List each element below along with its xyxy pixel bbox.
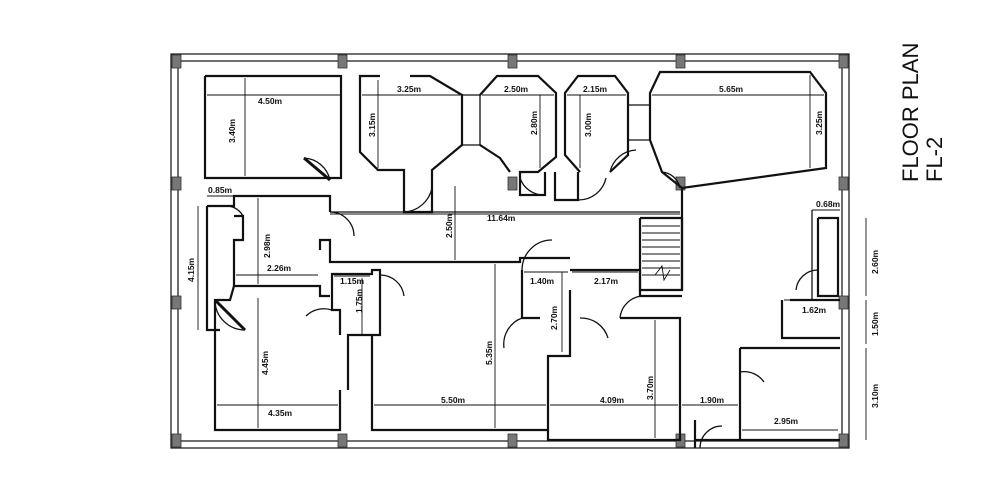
dim-closet-depth: 1.75m <box>354 288 364 313</box>
dim-room-n4-depth: 3.00m <box>583 112 593 137</box>
title-block: FLOOR PLAN FL-2 <box>878 40 948 240</box>
dim-room-s3-depth: 3.70m <box>645 375 655 400</box>
plan-subtitle: FL-2 <box>922 136 947 182</box>
dim-room-n3-width: 2.50m <box>504 84 529 94</box>
dim-room-sw-width: 4.35m <box>268 408 293 418</box>
staircase <box>642 225 680 282</box>
dim-e-room2-depth: 1.50m <box>870 311 880 336</box>
dim-corridor-width: 2.50m <box>444 213 454 238</box>
dim-room-sw-depth: 4.45m <box>260 350 270 375</box>
dim-e-room1-depth: 2.60m <box>870 249 880 274</box>
dim-e-room3-width: 2.95m <box>774 416 799 426</box>
structural-columns <box>171 54 849 448</box>
dim-room-w-inner-width: 2.26m <box>267 263 292 273</box>
dim-e-small-width: 0.68m <box>816 199 841 209</box>
dim-room-n2-width: 3.25m <box>397 84 422 94</box>
north-rooms <box>203 70 828 290</box>
dim-w-small: 0.85m <box>208 185 233 195</box>
dim-room-ne-depth: 3.25m <box>814 110 824 135</box>
dim-room-s2-depth: 5.35m <box>484 340 494 365</box>
dim-room-nw-width: 4.50m <box>258 96 283 106</box>
outer-walls <box>170 53 850 449</box>
dim-room-nw-depth: 3.40m <box>227 118 237 143</box>
dim-room-s3-width: 4.09m <box>600 395 625 405</box>
dim-room-n2-depth: 3.15m <box>367 112 377 137</box>
dim-room-n3-depth: 2.80m <box>529 110 539 135</box>
dim-e-room3-depth: 3.10m <box>870 383 880 408</box>
dim-room-w-inner-depth: 2.98m <box>262 233 272 258</box>
dim-entry-width: 1.90m <box>700 395 725 405</box>
door-swings <box>213 149 819 449</box>
dim-bath-width: 1.40m <box>530 276 555 286</box>
plan-title: FLOOR PLAN <box>898 42 923 182</box>
dimension-lines <box>197 75 867 440</box>
dim-room-n4-width: 2.15m <box>583 84 608 94</box>
dim-stair-landing: 2.17m <box>594 276 619 286</box>
dim-closet-width: 1.15m <box>340 276 365 286</box>
dim-room-ne-width: 5.65m <box>719 84 744 94</box>
interior-walls <box>205 194 684 442</box>
dimension-labels: 4.50m 3.40m 3.25m 3.15m 2.50m 2.80m 2.15… <box>186 84 880 426</box>
dim-bath-depth: 2.70m <box>549 305 559 330</box>
dim-e-room2-width: 1.62m <box>802 305 827 315</box>
dim-room-w-depth: 4.15m <box>186 257 196 282</box>
dim-room-s2-width: 5.50m <box>441 395 466 405</box>
east-rooms <box>693 210 840 448</box>
dim-corridor-length: 11.64m <box>487 213 516 223</box>
